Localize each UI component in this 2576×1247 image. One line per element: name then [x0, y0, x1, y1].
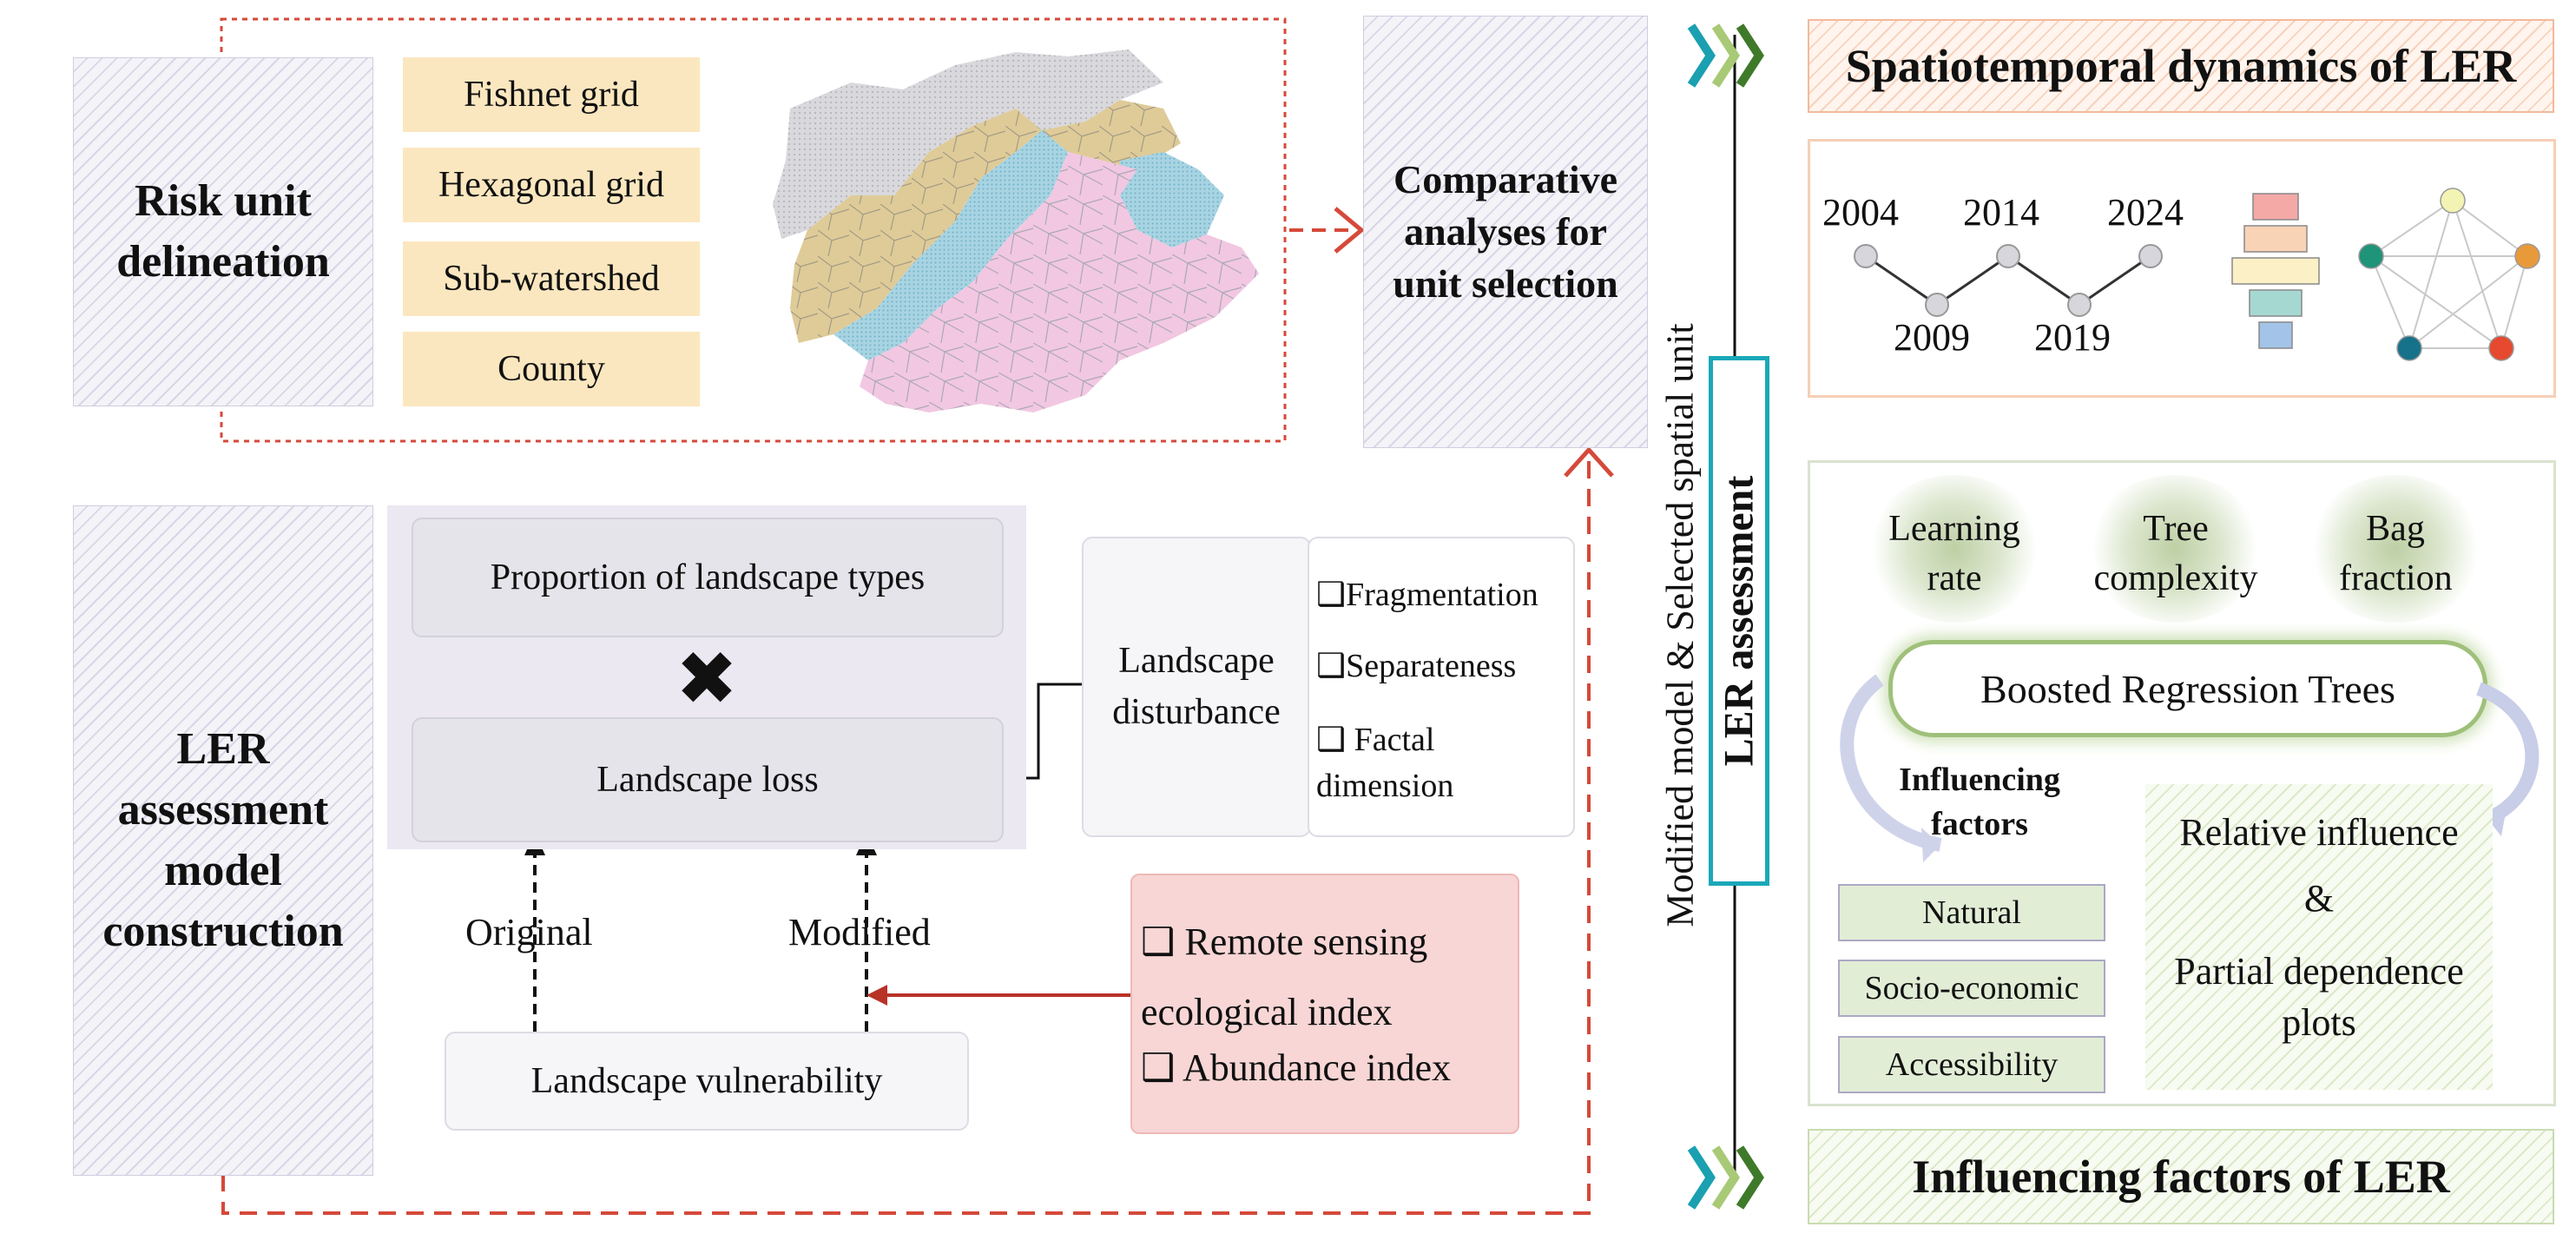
chevron-icon-bottom — [1687, 1145, 1764, 1210]
option-hexagonal: Hexagonal grid — [403, 148, 700, 222]
network-edge — [2370, 255, 2410, 349]
indices-box: ❑ Remote sensing ecological index ❑ Abun… — [1130, 874, 1519, 1134]
proportion-box: Proportion of landscape types — [412, 518, 1004, 637]
chevron-icon-top — [1687, 23, 1764, 88]
curved-arrows — [1840, 674, 2540, 862]
landscape-vulnerability-box: Landscape vulnerability — [445, 1032, 969, 1131]
network-node — [2396, 335, 2422, 361]
dynamics-graphics — [1854, 188, 2540, 361]
param-learning-rate: Learning rate — [1888, 509, 2020, 598]
bar-icon-group — [2231, 193, 2320, 349]
study-area-map-icon — [773, 49, 1259, 412]
network-edge — [2408, 255, 2528, 349]
network-edge — [2452, 200, 2502, 349]
influencing-title: Influencing factors of LER — [1808, 1129, 2554, 1224]
network-node — [2514, 243, 2540, 269]
outputs-box: Relative influence & Partial dependence … — [2145, 784, 2493, 1090]
year-label: 2014 — [1963, 191, 2039, 234]
disturbance-item: ❑ Factal dimension — [1316, 722, 1454, 805]
network-edge — [2408, 200, 2454, 349]
ler-assessment-label: LER assessment — [1716, 475, 1762, 767]
bar-icon-segment — [2258, 321, 2293, 349]
option-county: County — [403, 332, 700, 406]
bar-icon-segment — [2231, 257, 2320, 285]
brt-box: Boosted Regression Trees — [1888, 640, 2487, 737]
spatiotemporal-title: Spatiotemporal dynamics of LER — [1808, 19, 2554, 113]
factor-natural: Natural — [1838, 884, 2105, 941]
timeline-node — [1925, 293, 1949, 317]
output-relative-influence: Relative influence — [2179, 811, 2459, 854]
param-halo — [2309, 475, 2482, 623]
year-label: 2009 — [1894, 316, 1970, 359]
modified-label: Modified — [788, 911, 931, 953]
option-fishnet: Fishnet grid — [403, 57, 700, 132]
model-construction-title: LER assessment model construction — [73, 505, 373, 1176]
network-icon-group — [2358, 188, 2540, 361]
param-bag-fraction: Bag fraction — [2339, 509, 2453, 598]
dynamics-panel: 2004 2014 2024 2009 2019 — [1808, 139, 2556, 398]
year-label: 2019 — [2034, 316, 2111, 359]
network-edge — [2370, 200, 2454, 257]
network-node — [2358, 243, 2384, 269]
network-edge — [2500, 255, 2528, 349]
disturbance-item: ❑Fragmentation — [1316, 577, 1538, 613]
arrow-disturbance-to-loss — [1016, 683, 1082, 780]
network-node — [2488, 335, 2514, 361]
timeline-node — [1996, 244, 2020, 268]
network-node — [2440, 188, 2466, 214]
ler-assessment-box: LER assessment — [1709, 356, 1769, 886]
comparative-analyses-box: Comparative analyses for unit selection — [1363, 16, 1648, 448]
year-label: 2024 — [2107, 191, 2184, 234]
influencing-label: Influencing factors — [1899, 762, 2060, 843]
vertical-label-container: Modified model & Selected spatial unit — [1654, 295, 1706, 955]
bar-icon-segment — [2249, 289, 2303, 317]
network-edge — [2452, 200, 2528, 257]
output-ampersand: & — [2303, 877, 2335, 920]
vertical-label: Modified model & Selected spatial unit — [1658, 323, 1702, 927]
option-subwatershed: Sub-watershed — [403, 241, 700, 316]
param-halo — [1868, 475, 2041, 623]
index-remote-sensing: ❑ Remote sensing ecological index — [1141, 920, 1428, 1034]
factor-accessibility: Accessibility — [1838, 1036, 2105, 1093]
risk-unit-frame — [220, 17, 1287, 443]
factor-socio-economic: Socio-economic — [1838, 960, 2105, 1017]
timeline-node — [1854, 244, 1878, 268]
param-halo — [2088, 475, 2262, 623]
index-abundance: ❑ Abundance index — [1141, 1046, 1452, 1089]
multiply-icon: ✖ — [675, 636, 739, 722]
feedback-loop-arrow — [221, 456, 1591, 1215]
timeline-node — [2138, 244, 2163, 268]
risk-unit-title: Risk unit delineation — [73, 57, 373, 406]
influencing-panel: Learning rate Tree complexity Bag fracti… — [1808, 460, 2556, 1106]
disturbance-item: ❑Separateness — [1316, 648, 1517, 684]
bar-icon-segment — [2243, 225, 2308, 253]
network-edge — [2370, 255, 2502, 349]
bar-icon-segment — [2252, 193, 2299, 221]
year-label: 2004 — [1822, 191, 1899, 234]
param-tree-complexity: Tree complexity — [2093, 509, 2258, 598]
timeline-node — [2067, 293, 2092, 317]
landscape-disturbance-box: Landscape disturbance — [1082, 537, 1311, 837]
disturbance-items-box: ❑Fragmentation ❑Separateness ❑ Factal di… — [1308, 537, 1575, 837]
landscape-loss-box: Landscape loss — [412, 717, 1004, 842]
original-label: Original — [465, 911, 593, 953]
output-pdp: Partial dependence plots — [2174, 950, 2464, 1045]
